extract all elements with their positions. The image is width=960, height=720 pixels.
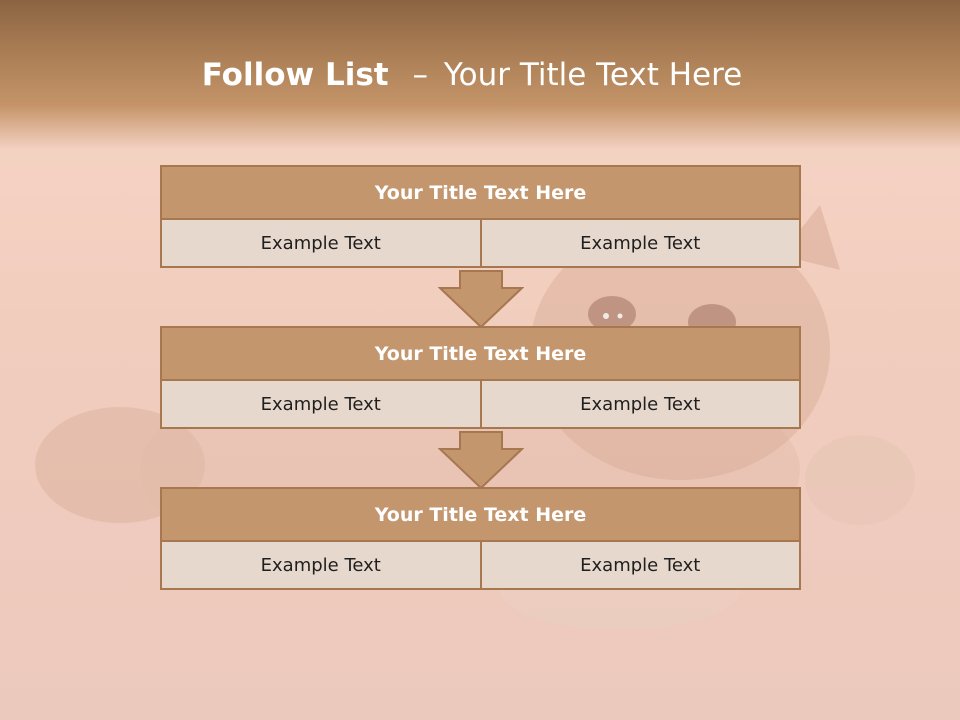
step-cell-right: Example Text xyxy=(481,381,801,429)
page-title: Follow List – Your Title Text Here xyxy=(0,52,944,98)
step-cell-left: Example Text xyxy=(160,542,482,590)
step-block-3: Your Title Text Here Example Text Exampl… xyxy=(160,487,801,590)
step-cell-right: Example Text xyxy=(481,220,801,268)
step-title: Your Title Text Here xyxy=(160,326,801,381)
header-band xyxy=(0,0,960,150)
step-block-2: Your Title Text Here Example Text Exampl… xyxy=(160,326,801,429)
title-bold: Follow List xyxy=(201,57,389,93)
step-cell-left: Example Text xyxy=(160,381,482,429)
down-arrow-icon xyxy=(438,270,524,328)
step-block-1: Your Title Text Here Example Text Exampl… xyxy=(160,165,801,268)
step-row: Example Text Example Text xyxy=(160,220,801,268)
step-title: Your Title Text Here xyxy=(160,487,801,542)
title-separator: – xyxy=(412,57,428,93)
down-arrow-icon xyxy=(438,431,524,489)
step-cell-left: Example Text xyxy=(160,220,482,268)
step-cell-right: Example Text xyxy=(481,542,801,590)
step-row: Example Text Example Text xyxy=(160,381,801,429)
step-row: Example Text Example Text xyxy=(160,542,801,590)
step-title: Your Title Text Here xyxy=(160,165,801,220)
title-rest: Your Title Text Here xyxy=(443,57,743,93)
